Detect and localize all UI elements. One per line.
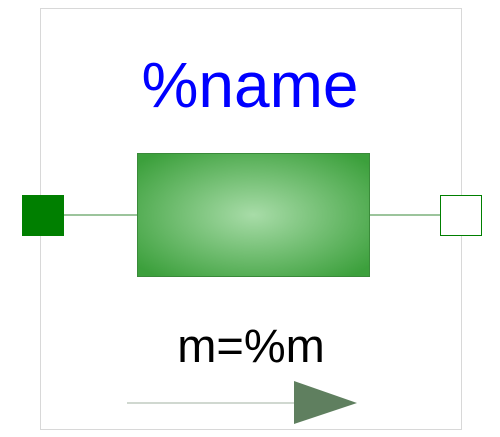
component-name-label: %name xyxy=(142,49,359,121)
mass-body[interactable] xyxy=(137,153,370,277)
hollow-square-connector-icon[interactable] xyxy=(440,195,482,236)
filled-square-connector-icon[interactable] xyxy=(22,195,64,236)
mass-parameter-label: m=%m xyxy=(177,319,325,372)
direction-arrow-icon xyxy=(127,381,357,424)
